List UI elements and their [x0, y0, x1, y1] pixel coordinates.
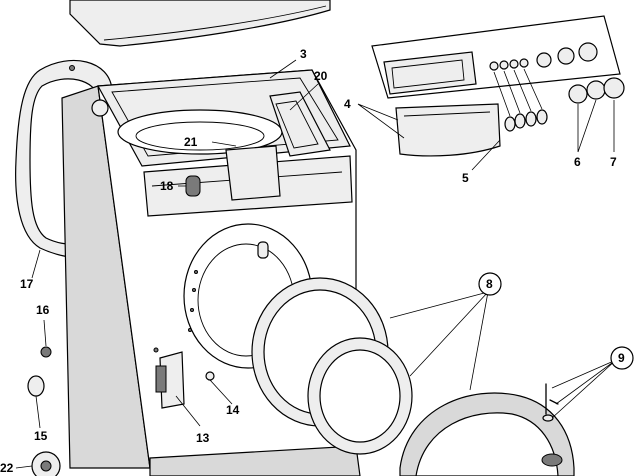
- buttons-part-5: [493, 68, 548, 132]
- small-parts: [27, 346, 61, 476]
- label-8: 8: [486, 277, 493, 291]
- control-panel-fascia: [371, 15, 621, 99]
- label-9: 9: [618, 351, 625, 365]
- knobs: [568, 77, 625, 104]
- label-circle-8: [478, 272, 502, 296]
- label-3: 3: [300, 47, 307, 61]
- label-5: 5: [462, 171, 469, 185]
- leader-lines: [15, 59, 617, 469]
- label-6: 6: [574, 155, 581, 169]
- label-20: 20: [314, 69, 328, 83]
- label-13: 13: [196, 431, 210, 445]
- label-circle-9: [610, 346, 634, 370]
- label-22: 22: [0, 461, 14, 475]
- label-17: 17: [20, 277, 34, 291]
- label-16: 16: [36, 303, 50, 317]
- label-15: 15: [34, 429, 48, 443]
- top-lid: [69, 0, 331, 47]
- label-4: 4: [344, 97, 351, 111]
- drawer-handle-part-4: [395, 103, 501, 157]
- label-18: 18: [160, 179, 174, 193]
- hinge-part-9: [541, 383, 563, 467]
- label-7: 7: [610, 155, 617, 169]
- label-21: 21: [184, 135, 198, 149]
- door-assembly: [251, 277, 575, 476]
- label-14: 14: [226, 403, 240, 417]
